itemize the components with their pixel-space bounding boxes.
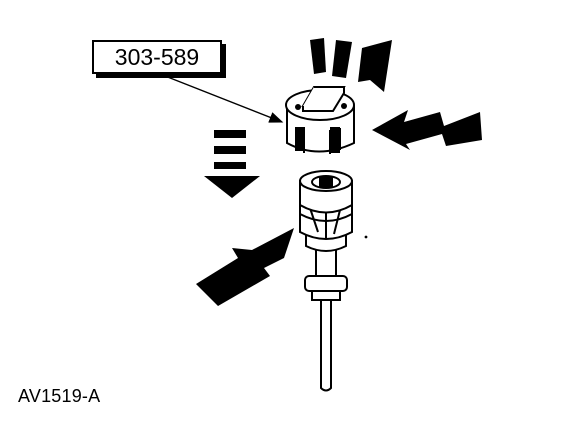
motion-arrow-icon [372,110,482,150]
tool-icon [285,86,355,154]
motion-arrow-icon [196,228,294,306]
leader-arrow-icon [159,73,284,123]
figure-id-label: AV1519-A [18,386,101,406]
tool-number-callout: 303-589 [92,40,222,74]
speck-mark [364,235,368,239]
motion-arrow-icon [310,38,392,92]
motion-arrow-icon [204,130,260,198]
sensor-icon [299,170,353,392]
tool-number-label: 303-589 [114,43,200,70]
